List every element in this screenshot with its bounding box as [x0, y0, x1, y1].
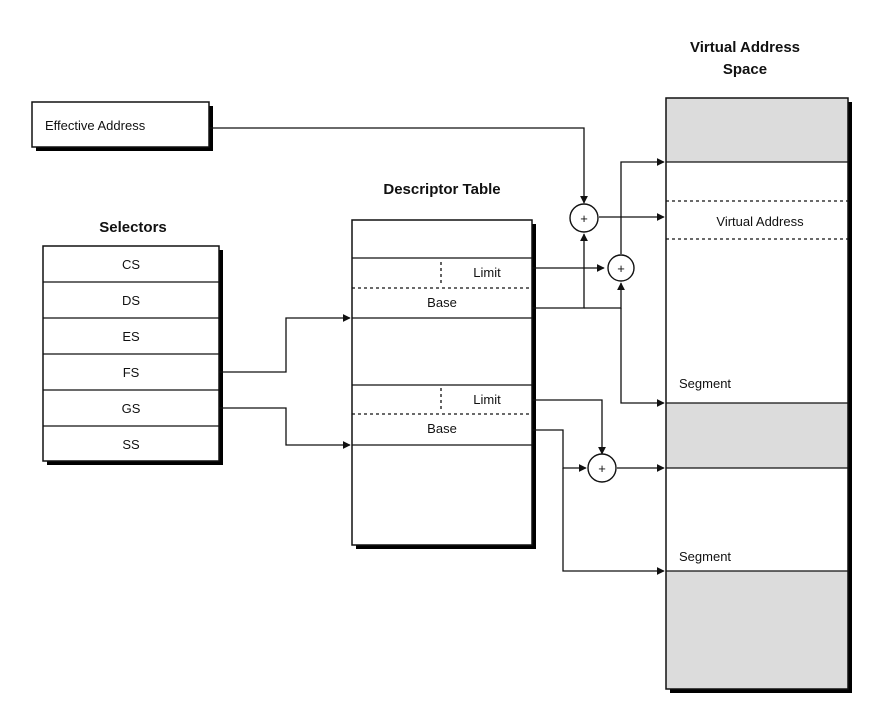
virtual-address-label: Virtual Address — [716, 214, 804, 229]
virtual-address-space-title-line1: Virtual Address — [690, 39, 800, 56]
selector-es: ES — [122, 329, 140, 344]
virtual-address-space: Virtual Address Segment Segment — [665, 97, 852, 693]
segment-1-label: Segment — [679, 376, 731, 391]
gs-selector-arrow — [219, 407, 351, 449]
space-region-bottom — [666, 571, 848, 689]
descriptor-table: Limit Base Limit Base — [351, 219, 536, 549]
selector-ss: SS — [122, 437, 140, 452]
adder-1-plus-icon: + — [580, 211, 588, 226]
descriptor-1-base: Base — [427, 295, 457, 310]
space-region-middle — [666, 403, 848, 468]
virtual-address-space-title-line2: Space — [723, 61, 767, 78]
adder-2: + — [607, 254, 635, 282]
fs-selector-arrow — [219, 314, 351, 373]
selector-cs: CS — [122, 257, 140, 272]
base-1-to-adder-1-arrow — [532, 233, 588, 309]
connectors — [209, 127, 665, 575]
adder-2-plus-icon: + — [617, 261, 625, 276]
space-region-top — [666, 98, 848, 162]
selectors-title: Selectors — [99, 219, 167, 236]
base-1-to-adder-2-arrow — [584, 282, 625, 309]
adder-2-to-segment-top-arrow — [620, 158, 665, 254]
effective-address-arrow — [209, 127, 588, 204]
selector-ds: DS — [122, 293, 140, 308]
effective-address-box: Effective Address — [31, 101, 213, 151]
base-1-to-segment-1-arrow — [620, 308, 665, 407]
descriptor-2-limit: Limit — [473, 392, 501, 407]
limit-2-to-adder-3-arrow — [532, 399, 606, 455]
adder-1: + — [569, 203, 599, 233]
base-2-to-segment-2-arrow — [562, 468, 665, 575]
adder-3: + — [587, 453, 617, 483]
effective-address-label: Effective Address — [45, 118, 146, 133]
descriptor-2-base: Base — [427, 421, 457, 436]
descriptor-1-limit: Limit — [473, 265, 501, 280]
adder-3-plus-icon: + — [598, 461, 606, 476]
segment-2-label: Segment — [679, 549, 731, 564]
selector-gs: GS — [122, 401, 141, 416]
selectors-table: CS DS ES FS GS SS — [42, 245, 223, 465]
selector-fs: FS — [123, 365, 140, 380]
base-2-to-adder-3-arrow — [532, 429, 587, 472]
descriptor-table-title: Descriptor Table — [383, 181, 500, 198]
